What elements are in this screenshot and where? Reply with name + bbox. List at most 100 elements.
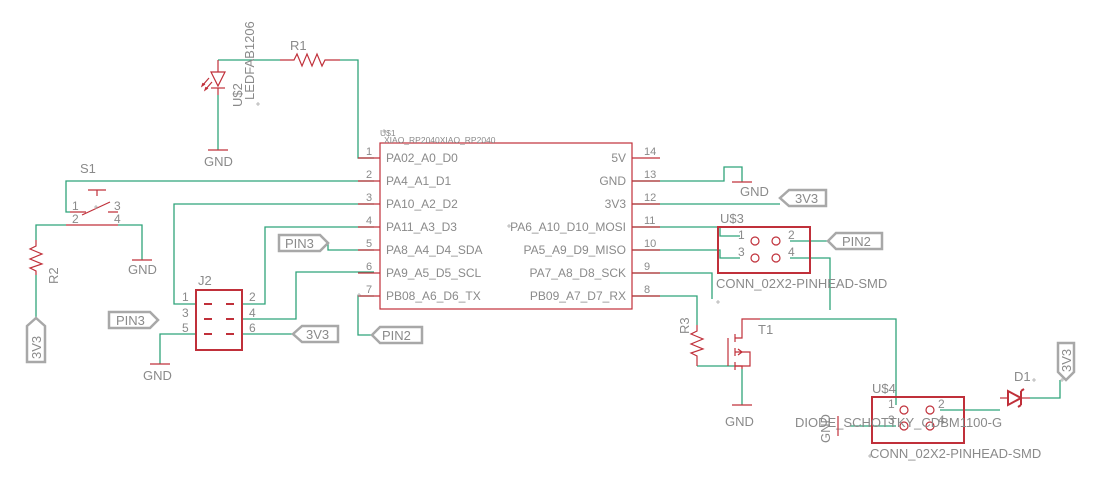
u3-body: [717, 226, 811, 274]
mcu-left-pin-num: 4: [366, 215, 372, 227]
d1-ref: D1: [1014, 369, 1031, 384]
mcu-right-pin-name: PB09_A7_D7_RX: [530, 289, 626, 303]
resistor-r1: R1: [280, 38, 340, 68]
net-flags: 3V3 3V3 3V3 3V3 PIN3 PIN3 PIN2: [25, 188, 1076, 382]
j2-ref: J2: [198, 273, 212, 288]
svg-text:3V3: 3V3: [1059, 349, 1074, 372]
svg-text:GND: GND: [740, 184, 769, 199]
mcu-ref: U$1: [380, 128, 396, 138]
mcu-left-pin-num: 1: [366, 146, 372, 158]
gnd-led: GND: [204, 149, 233, 169]
r3-zigzag: [689, 325, 705, 366]
mcu-right-pin-num: 14: [644, 146, 656, 158]
mcu-right-pin-name: GND: [599, 174, 626, 188]
gnd-t1: GND: [725, 404, 754, 429]
mcu-right-pins: 145V13GND123V311PA6_A10_D10_MOSI10PA5_A9…: [510, 146, 660, 303]
s1-pin3: 3: [114, 199, 121, 213]
mcu-left-pin-num: 7: [366, 284, 372, 296]
j2-body: [195, 289, 243, 351]
mcu-left-pin-name: PA4_A1_D1: [386, 174, 451, 188]
flag-3v3-j2: 3V3: [291, 324, 340, 344]
r1-zigzag: [280, 52, 340, 68]
origin-crosses: [94, 102, 1064, 458]
u4-pin4: 4: [938, 413, 945, 427]
u3-pin4: 4: [788, 245, 795, 259]
svg-text:GND: GND: [128, 262, 157, 277]
mcu-left-pin-num: 3: [366, 192, 372, 204]
gnd-s1: GND: [128, 259, 157, 277]
u3-pin1: 1: [738, 228, 745, 242]
transistor-t1: T1: [727, 318, 773, 370]
flag-pin2-u3: PIN2: [826, 231, 884, 251]
resistor-r3: R3: [677, 317, 705, 366]
flag-pin3-j2: PIN3: [107, 310, 160, 330]
mcu-right-pin-name: PA6_A10_D10_MOSI: [510, 220, 626, 234]
mcu-left-pin-name: PA10_A2_D2: [386, 197, 458, 211]
mcu-left-pin-name: PA9_A5_D5_SCL: [386, 266, 482, 280]
connector-j2: J2 1 2 3 4 5 6: [182, 273, 256, 351]
svg-text:GND: GND: [204, 154, 233, 169]
s1-actuator: [88, 189, 106, 196]
u3-value: CONN_02X2-PINHEAD-SMD: [716, 276, 887, 291]
mcu-right-pin-num: 12: [644, 192, 656, 204]
t1-ref: T1: [758, 322, 773, 337]
switch-s1: S1 1 2 3 4: [66, 161, 121, 226]
connector-u3: U$3 1 2 3 4 CONN_02X2-PINHEAD-SMD: [716, 211, 887, 291]
u4-pin3: 3: [888, 413, 895, 427]
d1-triangle: [1007, 389, 1024, 407]
connector-u4: U$4 1 2 3 4 CONN_02X2-PINHEAD-SMD: [870, 381, 1041, 461]
led-ref: U$2: [230, 83, 245, 107]
wires: [35, 59, 1061, 427]
j2-pin4: 4: [249, 306, 256, 320]
mcu-right-pin-name: 3V3: [605, 197, 627, 211]
gnd-symbols: GND GND GND GND GND GND: [128, 149, 839, 443]
gnd-mcu: GND: [732, 181, 769, 199]
j2-pin6: 6: [249, 321, 256, 335]
mcu-right-pin-num: 13: [644, 169, 656, 181]
diode-d1: D1 DIODE_SCHOTTKY_CDBM1100-G: [795, 369, 1031, 430]
r2-ref: R2: [46, 267, 61, 284]
mcu-right-pin-num: 8: [644, 284, 650, 296]
led-arrow: [200, 77, 210, 88]
mcu-left-pins: 1 PA02_A0_D0 2 PA4_A1_D1 3 PA10_A2_D2 4 PA11_A3…: [358, 146, 483, 303]
j2-pin2: 2: [249, 290, 256, 304]
svg-text:GND: GND: [143, 368, 172, 383]
mcu-body: [379, 142, 633, 310]
led-triangle: [210, 71, 226, 88]
u4-pin1: 1: [888, 397, 895, 411]
mcu-left-pin-name: PA02_A0_D0: [386, 151, 458, 165]
mcu-right-pin-name: 5V: [611, 151, 626, 165]
mcu-left-pin-num: 2: [366, 169, 372, 181]
r1-ref: R1: [290, 38, 307, 53]
s1-ref: S1: [80, 161, 96, 176]
mcu-right-pin-num: 9: [644, 261, 650, 273]
u3-pin3: 3: [738, 245, 745, 259]
svg-text:GND: GND: [818, 414, 833, 443]
mcu-left-pin-name: PB08_A6_D6_TX: [386, 289, 481, 303]
mcu-left-pin-name: PA8_A4_D4_SDA: [386, 243, 483, 257]
u3-ref: U$3: [720, 211, 744, 226]
s1-pin4: 4: [114, 212, 121, 226]
flag-3v3-mcu: 3V3: [778, 188, 828, 208]
s1-pin2: 2: [72, 212, 79, 226]
led-value: LEDFAB1206: [242, 21, 257, 100]
r2-zigzag: [28, 240, 44, 275]
gnd-j2: GND: [143, 363, 172, 383]
s1-pin1: 1: [72, 199, 79, 213]
j2-pin3: 3: [182, 306, 189, 320]
flag-pin2-mcu: PIN2: [370, 325, 424, 345]
mcu-right-pin-num: 11: [644, 215, 655, 227]
mcu-left-pin-name: PA11_A3_D3: [386, 220, 457, 234]
flag-3v3-left: 3V3: [25, 316, 47, 364]
svg-text:3V3: 3V3: [29, 336, 44, 359]
mcu-right-pin-num: 10: [644, 238, 656, 250]
r3-ref: R3: [677, 317, 692, 334]
svg-text:3V3: 3V3: [795, 191, 818, 206]
mcu-right-pin-name: PA7_A8_D8_SCK: [529, 266, 626, 280]
mcu-value: XIAO_RP2040XIAO_RP2040: [384, 135, 496, 145]
u4-pin2: 2: [938, 397, 945, 411]
u3-pin2: 2: [788, 228, 795, 242]
mcu-left-pin-num: 5: [366, 238, 372, 250]
